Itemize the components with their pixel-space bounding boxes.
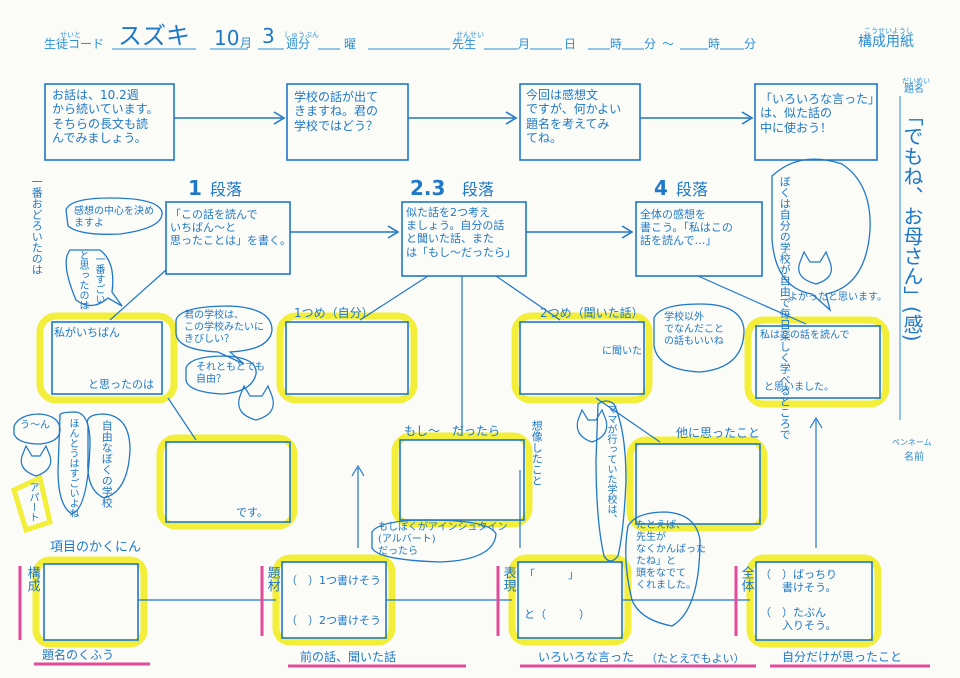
tabun-check[interactable]: （ ）たぶん 入りそう。 [760,606,837,633]
to-omotta-no-wa-label: と思ったのは [88,378,154,391]
moshi-label: もし～ だったら [404,424,501,438]
paragraph-23-label: 段落 [462,180,495,199]
date-month-unit: 月 [518,37,531,51]
title-label: 題名 [904,84,924,95]
zentai-label: 全体 [738,566,754,592]
ichiban-sugoi-note: 一番すごい [93,254,104,304]
paragraph-4-label: 段落 [676,180,709,199]
penname-label: ペンネーム [892,438,932,447]
essay-title[interactable]: 「でもね、お母さん」(感) [900,106,924,342]
bacchiri-check[interactable]: （ ）ばっちり 書けそう。 [760,568,837,595]
week-unit: 週分 [286,37,311,51]
form-title: 構成用紙 [858,34,914,50]
hyougen-label: 表現 [500,566,516,592]
futatsu-check[interactable]: （ ）2つ書けそう [286,614,381,627]
hitotsume-label: 1つめ（自分） [294,306,374,320]
hour2-unit: 時 [708,37,721,51]
soretomo-bubble: それともとても 自由？ [196,362,265,385]
futatsume-label: 2つめ（聞いた話） [540,306,644,320]
gakkou-igai-bubble: 学校以外 でなんだこと の話もいいね [664,312,724,347]
hoka-ni-label: 他に思ったこと [676,426,761,440]
daizai-label: 題材 [264,566,280,592]
minute2-unit: 分 [744,37,757,51]
souzou-note: 想像したこと [530,420,544,486]
teacher-label: 先生 [452,37,477,51]
top-note-3: 今回は感想文 ですが、何かよい 題名を考えてみ てね。 [526,88,622,146]
paragraph-4-instruction: 全体の感想を 書こう。「私はこの 話を読んで…」 [640,208,733,248]
kimi-gakkou-bubble: 君の学校は、 この学校みたいに きびしい？ [184,310,264,345]
student-code-label: 生徒コード [44,37,105,51]
to-omotta-note: と思ったのは [77,250,88,310]
name-label: 名前 [904,452,924,463]
koumoku-label: 項目のかくにん [50,540,142,555]
yellow-bubble-left [10,474,53,534]
footer-various: いろいろな言った [538,650,635,664]
date-day-unit: 日 [564,37,577,51]
cat-doodles [20,250,832,477]
footer-prev-story: 前の話、聞いた話 [300,650,397,664]
footer-metaphor: （たとえでもよい） [646,652,745,665]
connectors [109,269,823,601]
einstein-bubble: もしぼくがアインシュタイン (アルバート) だったら [378,522,508,557]
top-note-boxes [44,83,878,161]
student-code-ruby: せいと [60,31,81,39]
watashi-ichiban-label: 私がいちばん [54,326,120,339]
to-omoimashita-label: と思いました。 [764,382,834,393]
mama-vertical-note: ママが行っていた学校は、 [605,404,616,524]
day-unit: 曜 [344,37,357,51]
kanso-bubble-text: 感想の中心を決めますよ [74,206,154,229]
form-title-ruby: こうせいようし [864,27,913,35]
kakko-top-check[interactable]: 「 」 [524,568,579,581]
yellow-frames [32,312,890,648]
hontou-sugoi-note: ほんとうはすごいよね [67,418,78,518]
cat-bubble-note: ぼくは自分の学校が自由で毎日楽しく学べるところで [778,176,792,440]
ue-n-note: う～ん [20,420,50,431]
watashi-kono-label: 私はこの話を読んで [760,330,850,341]
speech-bubbles [13,158,871,627]
paragraph-23-instruction: 似た話を2つ考え ましょう。自分の話 と聞いた話、また は「もし～だったら」 [406,206,516,259]
kousei-label: 構成 [24,566,40,592]
student-name[interactable]: スズキ [118,22,190,50]
to-kakko-check[interactable]: と（ ） [524,608,590,621]
hitotsu-check[interactable]: （ ）1つ書けそう [286,574,381,587]
top-note-1: お話は、10.2週 から続いています。 そちらの長文も読 んでみましょう。 [52,88,159,146]
desu-label: です。 [236,506,268,519]
month-value[interactable]: 10 [214,26,240,50]
footer-own-thoughts: 自分だけが思ったこと [782,650,903,664]
teacher-ruby: せんせい [456,31,484,39]
left-vertical-note: 一番おどろいたのは [30,176,44,275]
week-value[interactable]: 3 [262,24,275,48]
week-ruby: しゅうぶん [284,31,319,39]
minute-unit: 分 [644,37,657,51]
paragraph-23-number: 2.3 [410,176,446,200]
jiyuu-gakkou-note: 自由なぼくの学校 [100,420,114,508]
footer-title-tip: 題名のくふう [42,648,115,662]
paragraph-1-number: 1 [188,176,202,200]
cat-bubble-end: よかったと思います。 [788,292,887,303]
paragraph-4-number: 4 [654,176,668,200]
pink-marks [18,566,930,668]
title-ruby: だいめい [902,77,930,85]
apart-note: アパート [27,482,38,522]
hour-unit: 時 [610,37,623,51]
time-tilde: ～ [662,37,675,51]
tatoeba-bubble: たとえば、 先生が なくかんばった たね」と 頭をなでて くれました。 [636,520,706,591]
ni-kiita-label: に聞いた [602,346,642,357]
month-unit: 月 [240,36,253,50]
top-note-2: 学校の話が出て きますね。君の 学校ではどう？ [294,90,379,133]
paragraph-1-label: 段落 [210,180,243,199]
top-note-4: 「いろいろな言った」 は、似た話の 中に使おう！ [760,92,881,135]
paragraph-1-instruction: 「この話を読んで いちばん～と 思ったことは」を書く。 [170,208,291,248]
